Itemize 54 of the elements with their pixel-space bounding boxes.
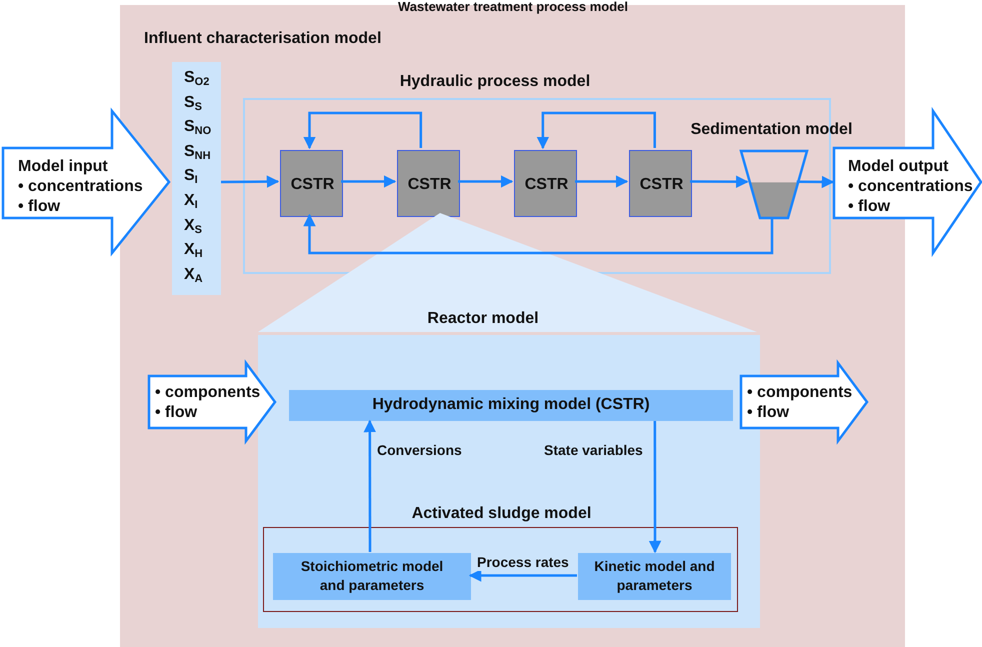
component-symbol: S$_{I}$ [184, 166, 198, 188]
panel-heading: Wastewater treatment process model [397, 0, 629, 14]
reactor-label: CSTR [406, 174, 452, 194]
model-box [578, 553, 731, 600]
panel-heading: Activated sludge model [410, 504, 592, 524]
flow-arrow [796, 176, 834, 188]
reactor-box [397, 150, 460, 217]
reactor-box [514, 150, 577, 217]
flow-arrow [468, 569, 577, 582]
flow-arrow [690, 176, 749, 188]
flow-arrow [575, 175, 628, 188]
flow-arrow [364, 420, 376, 552]
component-symbol: S$_{NO}$ [184, 117, 212, 140]
flow-arrow [458, 175, 514, 188]
reactor-box [629, 150, 692, 217]
component-symbol: S$_{NH}$ [184, 142, 211, 164]
reactor-label: CSTR [524, 174, 570, 194]
model-name: Hydrodynamic mixing model (CSTR) [371, 395, 651, 415]
bullet-item: • components [747, 383, 852, 403]
flow-arrow [303, 214, 774, 254]
component-symbol: S$_{O2}$ [184, 68, 210, 90]
panel-heading: Influent characterisation model [144, 29, 382, 49]
reactor-label: CSTR [290, 174, 336, 194]
flow-arrow [220, 175, 280, 188]
flow-arrow [536, 112, 656, 150]
reactor-label: CSTR [638, 174, 684, 194]
bullet-item: • components [155, 383, 260, 403]
bullet-item: • flow [155, 403, 198, 423]
arrow-heading: Model output [848, 157, 948, 177]
bullet-item: • concentrations [18, 177, 143, 197]
bullet-item: • concentrations [848, 177, 973, 197]
model-name: Stoichiometric model and parameters [300, 557, 444, 595]
block-arrow [740, 362, 868, 442]
flow-arrow [648, 421, 662, 554]
panel-heading: Hydraulic process model [398, 72, 592, 92]
model-name: Kinetic model and parameters [593, 557, 716, 595]
block-arrow [2, 110, 170, 254]
bullet-item: • flow [18, 197, 60, 217]
model-box [289, 390, 733, 421]
reactor-box [280, 150, 343, 217]
component-symbol: X$_{H}$ [184, 240, 203, 262]
panel-heading: Reactor model [426, 309, 540, 329]
flow-arrow [341, 175, 396, 188]
component-symbol: X$_{S}$ [184, 216, 202, 238]
block-arrow [148, 362, 276, 442]
component-symbol: S$_{S}$ [184, 92, 202, 115]
model-box [273, 553, 471, 600]
component-symbol: X$_{I}$ [184, 191, 198, 213]
bullet-item: • flow [848, 197, 890, 217]
bullet-item: • flow [747, 403, 790, 423]
component-heading: Sedimentation model [690, 120, 854, 140]
flow-arrow [303, 112, 422, 150]
component-symbol: X$_{A}$ [184, 264, 203, 287]
arrow-heading: Model input [18, 157, 108, 177]
